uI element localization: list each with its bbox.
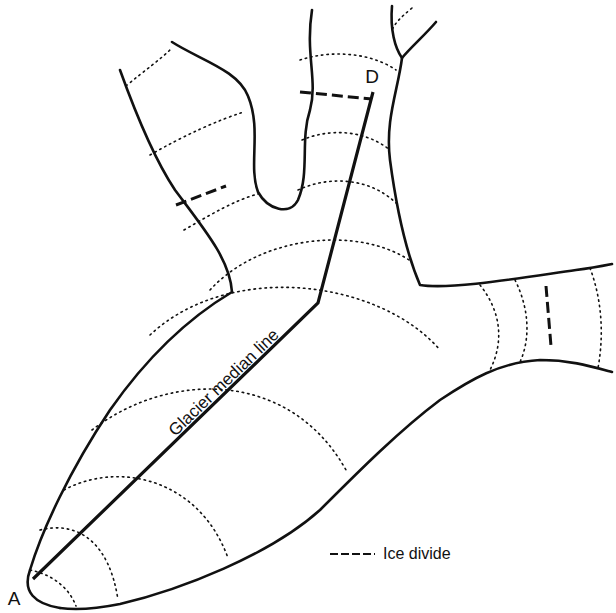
contour-line bbox=[302, 133, 390, 150]
legend-sample bbox=[330, 553, 375, 555]
legend-text: Ice divide bbox=[383, 546, 451, 562]
contour-line bbox=[210, 240, 412, 290]
point-label: A bbox=[8, 589, 21, 608]
point-label: D bbox=[365, 67, 379, 86]
glacier-outline bbox=[389, 58, 612, 286]
ice-divide bbox=[546, 286, 551, 346]
contour-line bbox=[150, 112, 244, 155]
median-line bbox=[33, 92, 373, 579]
contour-line bbox=[515, 280, 527, 362]
glacier-outline bbox=[392, 6, 436, 58]
glacier-outline bbox=[172, 10, 313, 209]
contour-line bbox=[126, 48, 172, 86]
contour-line bbox=[184, 194, 258, 230]
contour-line bbox=[590, 268, 601, 368]
contour-line bbox=[64, 477, 228, 558]
contour-line bbox=[150, 287, 440, 350]
line-label: Glacier median line bbox=[166, 325, 282, 438]
contour-line bbox=[40, 528, 118, 600]
contour-line bbox=[392, 8, 412, 30]
ice-divide bbox=[176, 186, 226, 205]
contour-line bbox=[480, 285, 499, 370]
glacier-outline bbox=[28, 70, 232, 608]
glacier-outline bbox=[60, 360, 612, 609]
contour-line bbox=[92, 389, 346, 470]
ice-divide bbox=[300, 92, 372, 99]
contour-line bbox=[300, 54, 396, 70]
